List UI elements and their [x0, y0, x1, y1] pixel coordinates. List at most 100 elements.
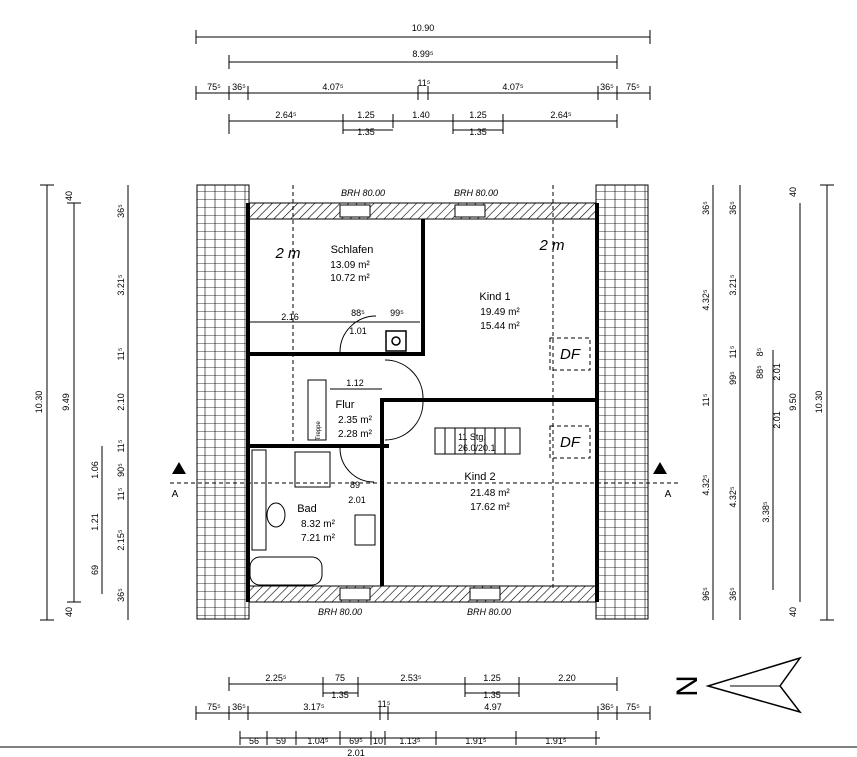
- dim-right-c1-11: 36⁵: [728, 587, 738, 601]
- dim-left-c3-4: 2.10: [116, 393, 126, 411]
- roof-slope-right: [595, 184, 649, 620]
- dim-top-r3-2: 4.07⁵: [322, 82, 344, 92]
- dim-top-r3-3: 11⁵: [417, 78, 430, 88]
- room-area-gross: 8.32 m²: [301, 519, 336, 530]
- dim-bottom-r3-3: 69⁵: [349, 736, 363, 746]
- dim-left-c3-0: 40: [64, 191, 74, 201]
- dim-bad-door: 89: [350, 480, 360, 490]
- dim-left-inner: 9.49: [61, 393, 71, 411]
- stair-label-1: 11 Stg.: [458, 432, 486, 442]
- dim-top-inner: 8.99⁵: [412, 49, 434, 59]
- dim-bottom-r3-1: 59: [276, 736, 286, 746]
- dim-bottom-r2-6: 75⁵: [626, 702, 640, 712]
- dim-schlafen-door: 1.01: [349, 326, 367, 336]
- dim-bottom-r1-4: 2.20: [558, 673, 576, 683]
- two-m-right: 2 m: [538, 237, 564, 254]
- room-area-gross: 2.35 m²: [338, 415, 373, 426]
- dim-right-c1-2: 3.21⁵: [728, 274, 738, 296]
- dim-top-r3-5: 36⁵: [600, 82, 614, 92]
- dim-schlafen-width: 2.16: [281, 312, 299, 322]
- brh-bottom-right: BRH 80.00: [467, 607, 511, 617]
- dim-left-c3-13: 40: [64, 607, 74, 617]
- room-kind2: Kind 2 21.48 m² 17.62 m²: [464, 471, 510, 513]
- dim-left-c3-3: 11⁵: [116, 347, 126, 360]
- dim-top-r3-6: 75⁵: [626, 82, 640, 92]
- dim-right-c1-8: 2.01: [772, 411, 782, 429]
- dim-bottom-r2-2: 3.17⁵: [303, 702, 325, 712]
- room-kind1: Kind 1 19.49 m² 15.44 m²: [479, 291, 520, 332]
- dim-left-c3-5: 11⁵: [116, 439, 126, 452]
- dim-top-r4-0: 2.64⁵: [275, 110, 297, 120]
- section-marker-right: [653, 462, 667, 474]
- dim-bottom-r1b-0: 1.35: [331, 690, 349, 700]
- dim-right-c1-6: 8⁵: [755, 347, 765, 356]
- dim-left-c3-11: 69: [90, 565, 100, 575]
- room-area-gross: 21.48 m²: [470, 488, 510, 499]
- dim-right-c1-5: 88⁵: [755, 365, 765, 379]
- dim-right-c1-3: 11⁵: [728, 345, 738, 358]
- dim-top-r4-1: 1.25: [357, 110, 375, 120]
- dim-left-c3-6: 1.06: [90, 461, 100, 479]
- dim-right-c2-3: 4.32⁵: [701, 474, 711, 496]
- section-label-left: A: [172, 489, 179, 500]
- df-label-1: DF: [560, 346, 581, 363]
- dim-bottom-r3-6: 1.91⁵: [465, 736, 487, 746]
- dim-right-overall: 10.30: [814, 391, 824, 414]
- dim-right-c1-1: 36⁵: [728, 201, 738, 215]
- dim-right-c1-0: 40: [788, 187, 798, 197]
- dim-bottom-r3-4: 10: [373, 736, 383, 746]
- section-label-right: A: [665, 489, 672, 500]
- dim-left-c3-9: 1.21: [90, 513, 100, 531]
- dim-top-r3-1: 36⁵: [232, 82, 246, 92]
- section-marker-left: [172, 462, 186, 474]
- dim-left-c3-7: 90⁵: [116, 463, 126, 477]
- dim-top-r4-4: 2.64⁵: [550, 110, 572, 120]
- dim-bottom-r2-4: 4.97: [484, 702, 502, 712]
- dim-bottom-r3-7: 1.91⁵: [545, 736, 567, 746]
- room-name: Kind 2: [464, 471, 495, 483]
- dim-bottom-r2-3: 11⁵: [377, 699, 390, 709]
- dim-right-c1-12: 40: [788, 607, 798, 617]
- dim-left-c3-1: 36⁵: [116, 204, 126, 218]
- dim-door-2: 99⁵: [390, 308, 404, 318]
- dim-bottom-r1b-1: 1.35: [483, 690, 501, 700]
- dim-right-inner: 9.50: [788, 393, 798, 411]
- interior-walls: [170, 185, 680, 590]
- roof-slope-left: [196, 184, 250, 620]
- left-dimensions: 10.30 9.49 40 36⁵ 3.21⁵ 11⁵ 2.10 11⁵ 1.0…: [34, 184, 129, 621]
- dim-bottom-r2-1: 36⁵: [232, 702, 246, 712]
- dim-bottom-r3-0: 56: [249, 736, 259, 746]
- dim-bottom-r1-3: 1.25: [483, 673, 501, 683]
- dim-left-c3-10: 2.15⁵: [116, 529, 126, 551]
- dim-bottom-r1-1: 75: [335, 673, 345, 683]
- dim-bottom-r3-2: 1.04⁵: [307, 736, 329, 746]
- dim-top-r3-0: 75⁵: [207, 82, 221, 92]
- dim-top-overall: 10.90: [412, 23, 435, 33]
- room-name: Flur: [336, 399, 355, 411]
- room-area-gross: 19.49 m²: [480, 307, 520, 318]
- room-area-net: 15.44 m²: [480, 321, 520, 332]
- dim-right-c2-2: 11⁵: [701, 393, 711, 406]
- top-dimensions: 10.90 8.99⁵ 75⁵ 36⁵ 4.07⁵ 11⁵ 4.07⁵ 36⁵ …: [195, 23, 651, 137]
- room-area-net: 10.72 m²: [330, 273, 370, 284]
- dim-top-r4-2: 1.40: [412, 110, 430, 120]
- dim-bottom-r3b: 2.01: [347, 748, 365, 757]
- stair-label-2: 26.0/20.1: [458, 443, 496, 453]
- room-schlafen: Schlafen 13.09 m² 10.72 m²: [330, 244, 373, 284]
- room-area-net: 17.62 m²: [470, 502, 510, 513]
- dim-top-r3-4: 4.07⁵: [502, 82, 524, 92]
- dim-right-c2-4: 96⁵: [701, 587, 711, 601]
- room-bad: Bad 8.32 m² 7.21 m²: [297, 503, 335, 544]
- north-label: N: [671, 675, 704, 697]
- bottom-dimensions: 2.25⁵ 75 2.53⁵ 1.25 2.20 1.35 1.35 75⁵ 3…: [0, 673, 857, 757]
- dim-left-c3-8: 11⁵: [116, 487, 126, 500]
- room-area-net: 7.21 m²: [301, 533, 336, 544]
- room-area-net: 2.28 m²: [338, 429, 373, 440]
- dim-right-c2-1: 4.32⁵: [701, 289, 711, 311]
- dim-flur-width: 1.12: [346, 378, 364, 388]
- dim-right-c1-9: 4.32⁵: [728, 486, 738, 508]
- dim-top-r4b-0: 1.35: [357, 127, 375, 137]
- df-label-2: DF: [560, 434, 581, 451]
- room-name: Kind 1: [479, 291, 510, 303]
